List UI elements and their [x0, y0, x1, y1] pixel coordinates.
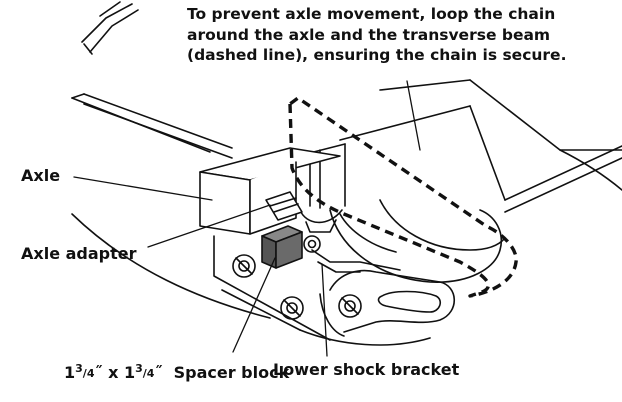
axle-box	[199, 147, 341, 235]
spacer-den-2: 4	[146, 367, 155, 380]
frame-body-lower	[71, 213, 271, 319]
spacer-slash-1: /	[82, 367, 87, 380]
leader-spacer-block	[232, 257, 276, 353]
label-lower-shock-bracket: Lower shock bracket	[273, 360, 460, 379]
leader-axle	[73, 176, 213, 201]
axle-drum	[329, 199, 506, 283]
instruction-line-1: To prevent axle movement, loop the chain	[187, 5, 556, 23]
bolt-left-upper	[232, 254, 256, 278]
label-spacer-block: 13/4˝ x 13/4˝ Spacer block	[64, 359, 289, 384]
axle-adapter-part	[265, 191, 303, 221]
bolt-bracket	[338, 294, 362, 318]
spacer-x: x	[108, 363, 119, 382]
instruction-line-3: (dashed line), ensuring the chain is sec…	[187, 46, 567, 64]
leader-lower-shock-bracket	[321, 263, 328, 357]
leader-instruction	[406, 80, 421, 151]
spacer-whole-1: 1	[64, 363, 76, 382]
label-axle: Axle	[21, 166, 61, 185]
lower-shock-bracket-part	[299, 249, 455, 346]
spacer-num-2: 3	[135, 362, 143, 375]
spacer-block-part	[261, 225, 303, 269]
frame-plate	[213, 235, 331, 341]
spacer-block-text: Spacer block	[173, 363, 290, 382]
chain-route-dashed	[288, 96, 518, 298]
instruction-callout: To prevent axle movement, loop the chain…	[187, 4, 619, 66]
transverse-beam	[339, 79, 622, 213]
spacer-num-1: 3	[75, 362, 83, 375]
frame-rail-upper-left	[81, 1, 139, 55]
spacer-den-1: 4	[86, 367, 95, 380]
spacer-inch-2: ˝	[154, 363, 163, 382]
leader-axle-adapter	[147, 204, 271, 248]
instruction-line-2: around the axle and the transverse beam	[187, 25, 551, 44]
bolt-left-lower	[280, 296, 304, 320]
spacer-whole-2: 1	[123, 363, 136, 382]
label-axle-adapter: Axle adapter	[21, 244, 137, 263]
spacer-slash-2: /	[142, 367, 147, 380]
frame-rail	[71, 93, 233, 159]
bolt-center	[303, 235, 321, 253]
spacer-inch-1: ˝	[94, 363, 103, 382]
